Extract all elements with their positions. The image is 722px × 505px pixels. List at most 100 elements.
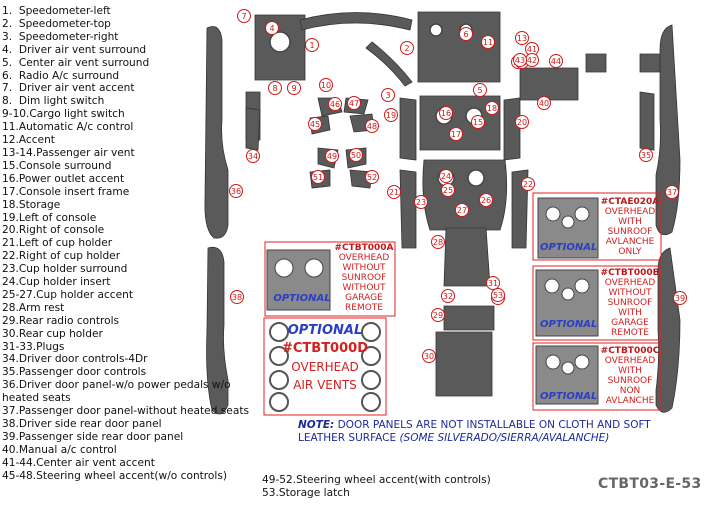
overhead-code: #CTAE020A	[600, 197, 660, 207]
callout-26: 26	[479, 193, 493, 207]
callout-label: 18	[487, 104, 497, 113]
speedometer-top	[299, 12, 413, 31]
legend-item: 29.Rear radio controls	[2, 314, 120, 327]
callout-label: 27	[457, 206, 467, 215]
overhead-line: NON	[619, 386, 641, 396]
overhead-line: WITH	[618, 308, 642, 318]
callout-4: 4	[265, 21, 279, 35]
legend-item: 24.Cup holder insert	[2, 276, 111, 289]
overhead-code: #CTBT000A	[334, 243, 394, 253]
overhead-line: REMOTE	[611, 328, 649, 338]
callout-label: 25	[443, 186, 453, 195]
legend-item: 16.Power outlet accent	[2, 172, 125, 185]
speedometer-right	[365, 41, 413, 87]
callout-8: 8	[268, 81, 282, 95]
callout-label: 16	[441, 109, 451, 118]
option-box-vents	[263, 317, 387, 416]
option-box-c	[532, 265, 662, 341]
product-code: CTBT03-E-53	[598, 476, 702, 492]
legend-item: 1. Speedometer-left	[2, 5, 111, 17]
overhead-line: ONLY	[618, 247, 642, 257]
callout-label: 48	[367, 122, 377, 131]
callout-53: 53	[491, 288, 505, 302]
callout-38: 38	[230, 290, 244, 304]
callout-label: 43	[515, 56, 525, 65]
legend-item: 28.Arm rest	[2, 301, 65, 314]
callout-label: 51	[313, 173, 323, 182]
driver-door-panel	[204, 26, 229, 239]
callout-label: 52	[367, 173, 377, 182]
callout-label: 15	[473, 118, 483, 127]
callout-label: 7	[241, 12, 246, 21]
legend-item: 3. Speedometer-right	[2, 30, 119, 43]
legend-item: 40.Manual a/c control	[2, 443, 117, 456]
parts-legend-continued: 49-52.Steering wheel accent(with control…	[262, 474, 491, 500]
callout-35: 35	[639, 148, 653, 162]
callout-37: 37	[665, 185, 679, 199]
legend-item: 30.Rear cup holder	[2, 327, 103, 340]
legend-item: 53.Storage latch	[262, 486, 350, 499]
left-of-cup-holder	[399, 169, 417, 249]
callout-label: 28	[433, 238, 443, 247]
callout-39: 39	[673, 291, 687, 305]
note-italic: (SOME SILVERADO/SIERRA/AVALANCHE)	[399, 432, 610, 444]
overhead-line: WITHOUT	[342, 283, 386, 293]
callout-45: 45	[308, 117, 322, 131]
callout-29: 29	[431, 308, 445, 322]
callout-5: 5	[473, 83, 487, 97]
legend-item: 6. Radio A/c surround	[2, 69, 120, 82]
callout-24: 24	[439, 169, 453, 183]
callout-16: 16	[439, 106, 453, 120]
overhead-line: WITHOUT	[608, 288, 652, 298]
callout-15: 15	[471, 115, 485, 129]
callout-label: 39	[675, 294, 685, 303]
right-of-console	[503, 97, 521, 161]
callout-label: 35	[641, 151, 651, 160]
overhead-code: #CTBT000C	[600, 346, 660, 356]
callout-40: 40	[537, 96, 551, 110]
rear-cup-holder	[435, 331, 493, 397]
callout-49: 49	[325, 149, 339, 163]
legend-item: 37.Passenger door panel-without heated s…	[2, 405, 249, 418]
callout-30: 30	[422, 349, 436, 363]
callout-27: 27	[455, 203, 469, 217]
callout-label: 49	[327, 152, 337, 161]
callout-label: 17	[451, 130, 461, 139]
overhead-line: SUNROOF	[607, 227, 653, 237]
option-box-d	[532, 342, 662, 411]
callout-label: 22	[523, 180, 533, 189]
optional-label-a: OPTIONAL	[273, 293, 331, 304]
callout-19: 19	[384, 108, 398, 122]
callout-label: 30	[424, 352, 434, 361]
callout-9: 9	[287, 81, 301, 95]
callout-label: 38	[232, 293, 242, 302]
note-text: DOOR PANELS ARE NOT INSTALLABLE ON CLOTH…	[298, 419, 651, 444]
left-of-console	[399, 97, 417, 161]
vents-title: OPTIONAL #CTBT000D OVERHEAD AIR VENTS	[266, 322, 384, 394]
legend-item: 4. Driver air vent surround	[2, 43, 147, 56]
callout-label: 6	[463, 30, 468, 39]
callout-label: 41	[527, 45, 537, 54]
callout-20: 20	[515, 115, 529, 129]
option-box-a	[264, 241, 396, 317]
optional-label-b: OPTIONAL	[540, 242, 598, 253]
callout-11: 11	[481, 35, 495, 49]
legend-item: 49-52.Steering wheel accent(with control…	[262, 474, 491, 486]
callout-label: 2	[404, 44, 409, 53]
vents-line2: AIR VENTS	[293, 378, 357, 392]
callout-label: 5	[477, 86, 482, 95]
legend-item: 13-14.Passenger air vent	[2, 146, 135, 159]
overhead-line: AVLANCHE	[605, 396, 655, 406]
legend-item: 9-10.Cargo light switch	[2, 108, 125, 121]
overhead-line: SUNROOF	[607, 376, 653, 386]
passenger-door-panel	[655, 24, 681, 236]
callout-label: 19	[386, 111, 396, 120]
callout-51: 51	[311, 170, 325, 184]
legend-item: 18.Storage	[2, 198, 61, 211]
callout-21: 21	[387, 185, 401, 199]
callout-46: 46	[328, 97, 342, 111]
